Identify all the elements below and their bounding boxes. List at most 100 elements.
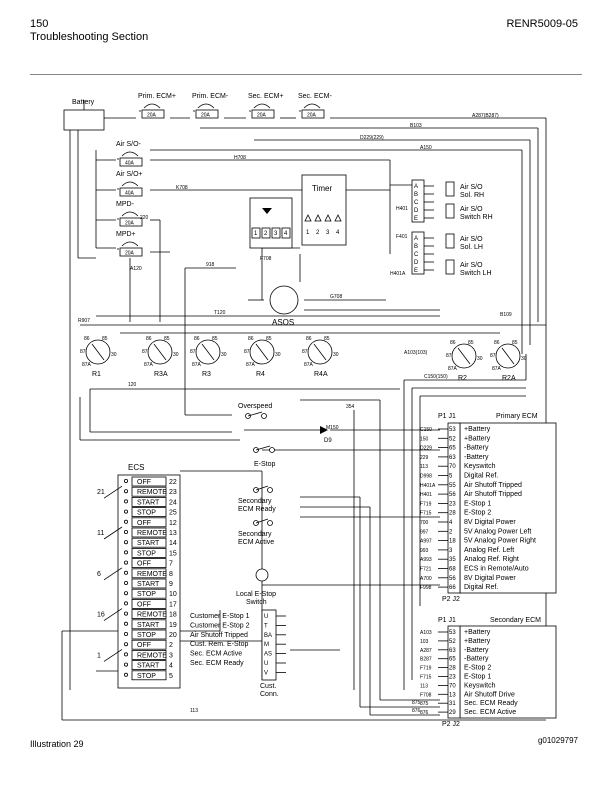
ecm-label: -Battery (464, 454, 489, 461)
relay-pin-85: 85 (266, 336, 272, 342)
ecs-row-label: REMOTE (137, 652, 167, 659)
relay-pin-30: 30 (333, 352, 339, 358)
relay-pin-85: 85 (324, 336, 330, 342)
relay-pin-85: 85 (468, 340, 474, 346)
wire-label-5: K708 (176, 185, 188, 191)
ecs-row-pin: 20 (169, 632, 177, 639)
relay-pin-87A: 87A (304, 362, 314, 368)
ecm-pin: 56 (449, 576, 456, 582)
relay-pin-85: 85 (102, 336, 108, 342)
relay-pin-87: 87 (142, 349, 148, 355)
wire-label-13: H401A (390, 271, 406, 277)
wire-label-16: R907 (78, 318, 90, 324)
ecm-wire: F719 (420, 666, 432, 672)
left-breaker-1-rating: 40A (125, 191, 135, 197)
battery: Battery (72, 99, 95, 106)
connector-pin-0: A (414, 236, 418, 242)
ecm-wire: 875 (420, 701, 429, 707)
ecm-wire: F708 (420, 692, 432, 698)
top-breaker-3-rating: 20A (307, 113, 317, 119)
wire-label-18: 354 (346, 404, 355, 410)
customer-row-pin: BA (264, 633, 272, 639)
customer-row-pin: AS (264, 652, 272, 658)
ecs-row-label: REMOTE (137, 612, 167, 619)
relay-pin-30: 30 (477, 356, 483, 362)
asos: ASOS (269, 285, 299, 327)
top-breaker-0-label: Prim. ECM+ (138, 93, 176, 100)
ecs-row-label: REMOTE (137, 489, 167, 496)
ecm-label: ECS in Remote/Auto (464, 566, 529, 573)
wire-label-19: C150(150) (424, 374, 448, 380)
ecm-pin: 65 (449, 446, 456, 452)
relay-label: R4 (256, 371, 265, 378)
top-breaker-3-label: Sec. ECM- (298, 93, 333, 100)
ecm-label: E-Stop 1 (464, 500, 491, 507)
relay-pin-87: 87 (190, 349, 196, 355)
ecm-pin: 3 (449, 548, 453, 554)
left-breaker-1-label: Air S/O+ (116, 171, 143, 178)
ecm-wire: D998 (420, 474, 432, 480)
left-breaker-0-rating: 40A (125, 161, 135, 167)
section-title: Troubleshooting Section (30, 31, 149, 43)
ecs-row-label: STOP (137, 550, 156, 557)
solenoid-2-line1: Air S/O (460, 236, 483, 243)
timer-pin-3: 4 (336, 230, 340, 236)
primary-ecm-box (459, 422, 557, 594)
local-estop-line1: Local E-Stop (236, 591, 276, 598)
customer-row-label: Sec. ECM Active (190, 651, 242, 658)
ecs-row-pin: 10 (169, 591, 177, 598)
ecs-row-label: OFF (137, 479, 151, 486)
ecm-wire: F719 (420, 501, 432, 507)
cust-title-line1: Cust. (260, 683, 276, 690)
ecm-pin: 28 (449, 511, 456, 517)
ecm-label: 8V Digital Power (464, 575, 516, 582)
ecm-wire: 993 (420, 548, 429, 554)
relay-pin-86: 86 (194, 336, 200, 342)
overspeed: Overspeed (238, 403, 272, 419)
left-breaker-0: Air S/O-40A (116, 141, 143, 167)
secondary-ready-line1: Secondary (238, 498, 272, 505)
diode-symbol (262, 208, 272, 214)
ecm-wire: F721 (420, 567, 432, 573)
ecm-label: Analog Ref. Right (464, 556, 519, 563)
ecm-pin: 18 (449, 539, 456, 545)
wire-label-20: A103(103) (404, 350, 428, 356)
ecs-row-pin: 9 (169, 581, 173, 588)
ecm-pin: 52 (449, 436, 456, 442)
ecm-label: +Battery (464, 629, 491, 636)
figure-id: g01029797 (537, 736, 578, 745)
ecs-row-label: START (137, 663, 160, 670)
top-breaker-3: Sec. ECM- 20A (298, 93, 333, 119)
ecs-row-pin: 4 (169, 663, 173, 670)
diode-pin-2: 3 (274, 231, 278, 237)
ecm-pin: 13 (449, 692, 456, 698)
relay-pin-30: 30 (275, 352, 281, 358)
top-breaker-2: Sec. ECM+20A (248, 93, 284, 119)
wire-label-23: 875 (412, 700, 421, 706)
solenoid-2-line2: Sol. LH (460, 244, 483, 251)
connector-pin-3: D (414, 208, 419, 214)
ecm-pin: 63 (449, 648, 456, 654)
ecm-wire: A993 (420, 557, 432, 563)
ecm-wire: F715 (420, 511, 432, 517)
ecm-label: Analog Ref. Left (464, 547, 514, 554)
customer-connector-box (261, 609, 277, 681)
ecm-wire: C150 (420, 427, 432, 433)
ecm-label: Air Shutoff Tripped (464, 482, 522, 489)
ecm-label: Air Shutoff Drive (464, 691, 515, 698)
ecm-wire: 113 (420, 683, 428, 689)
ecs-row-pin: 14 (169, 540, 177, 547)
wire-label-24: 876 (412, 708, 421, 714)
ecs-group-number: 1 (97, 652, 101, 659)
customer-row-label: Sec. ECM Ready (190, 660, 244, 667)
